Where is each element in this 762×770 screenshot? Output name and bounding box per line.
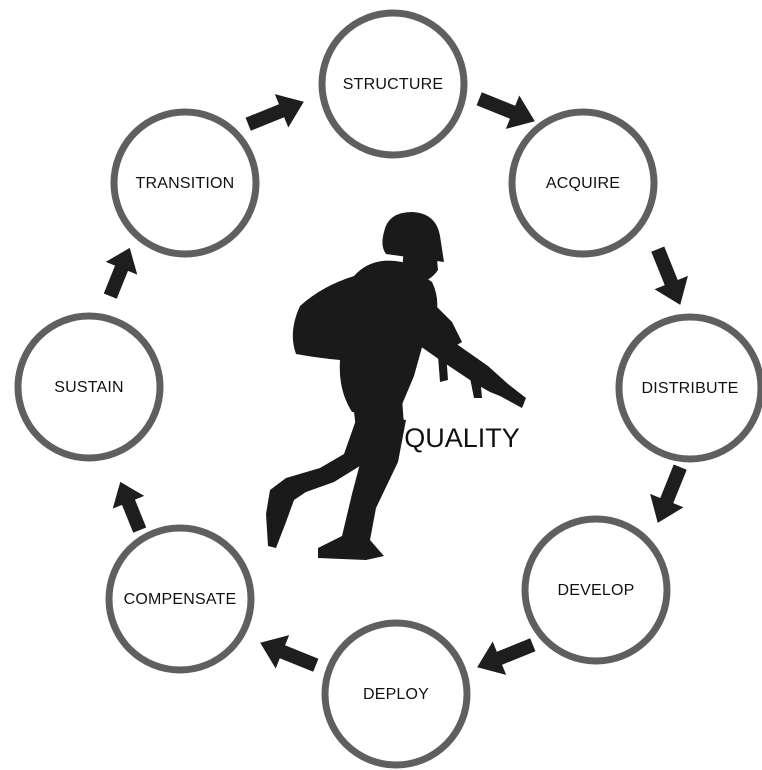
stage-label-transition: TRANSITION	[136, 175, 235, 192]
stage-develop: DEVELOP	[521, 515, 671, 665]
stage-circle	[508, 108, 658, 258]
stage-acquire: ACQUIRE	[508, 108, 658, 258]
stage-deploy: DEPLOY	[321, 619, 471, 769]
stage-distribute: DISTRIBUTE	[615, 313, 762, 463]
stage-sustain: SUSTAIN	[14, 312, 164, 462]
stage-label-acquire: ACQUIRE	[546, 175, 620, 192]
flow-arrows	[103, 92, 688, 675]
arrow-distribute-to-develop	[650, 464, 687, 523]
arrow-structure-to-acquire	[476, 92, 535, 129]
arrow-acquire-to-distribute	[651, 246, 688, 305]
stage-compensate: COMPENSATE	[105, 524, 255, 674]
arrow-compensate-to-sustain	[112, 481, 147, 533]
stage-circle	[321, 619, 471, 769]
stage-label-deploy: DEPLOY	[363, 686, 429, 703]
stage-structure: STRUCTURE	[318, 9, 468, 159]
stage-label-compensate: COMPENSATE	[124, 591, 237, 608]
stage-label-distribute: DISTRIBUTE	[641, 380, 738, 397]
stage-label-sustain: SUSTAIN	[54, 379, 124, 396]
stage-label-develop: DEVELOP	[558, 582, 635, 599]
stage-circle	[521, 515, 671, 665]
arrow-sustain-to-transition	[103, 247, 138, 299]
stage-circle	[110, 108, 260, 258]
stage-circle	[105, 524, 255, 674]
arrow-deploy-to-compensate	[260, 635, 319, 672]
arrow-develop-to-deploy	[477, 638, 536, 675]
stage-circle	[318, 9, 468, 159]
arrow-transition-to-structure	[245, 94, 304, 131]
center-label-quality: QUALITY	[404, 423, 520, 453]
stage-label-structure: STRUCTURE	[343, 76, 443, 93]
stage-circle	[615, 313, 762, 463]
stage-circle	[14, 312, 164, 462]
soldier-with-rifle-icon	[266, 212, 526, 560]
stage-transition: TRANSITION	[110, 108, 260, 258]
